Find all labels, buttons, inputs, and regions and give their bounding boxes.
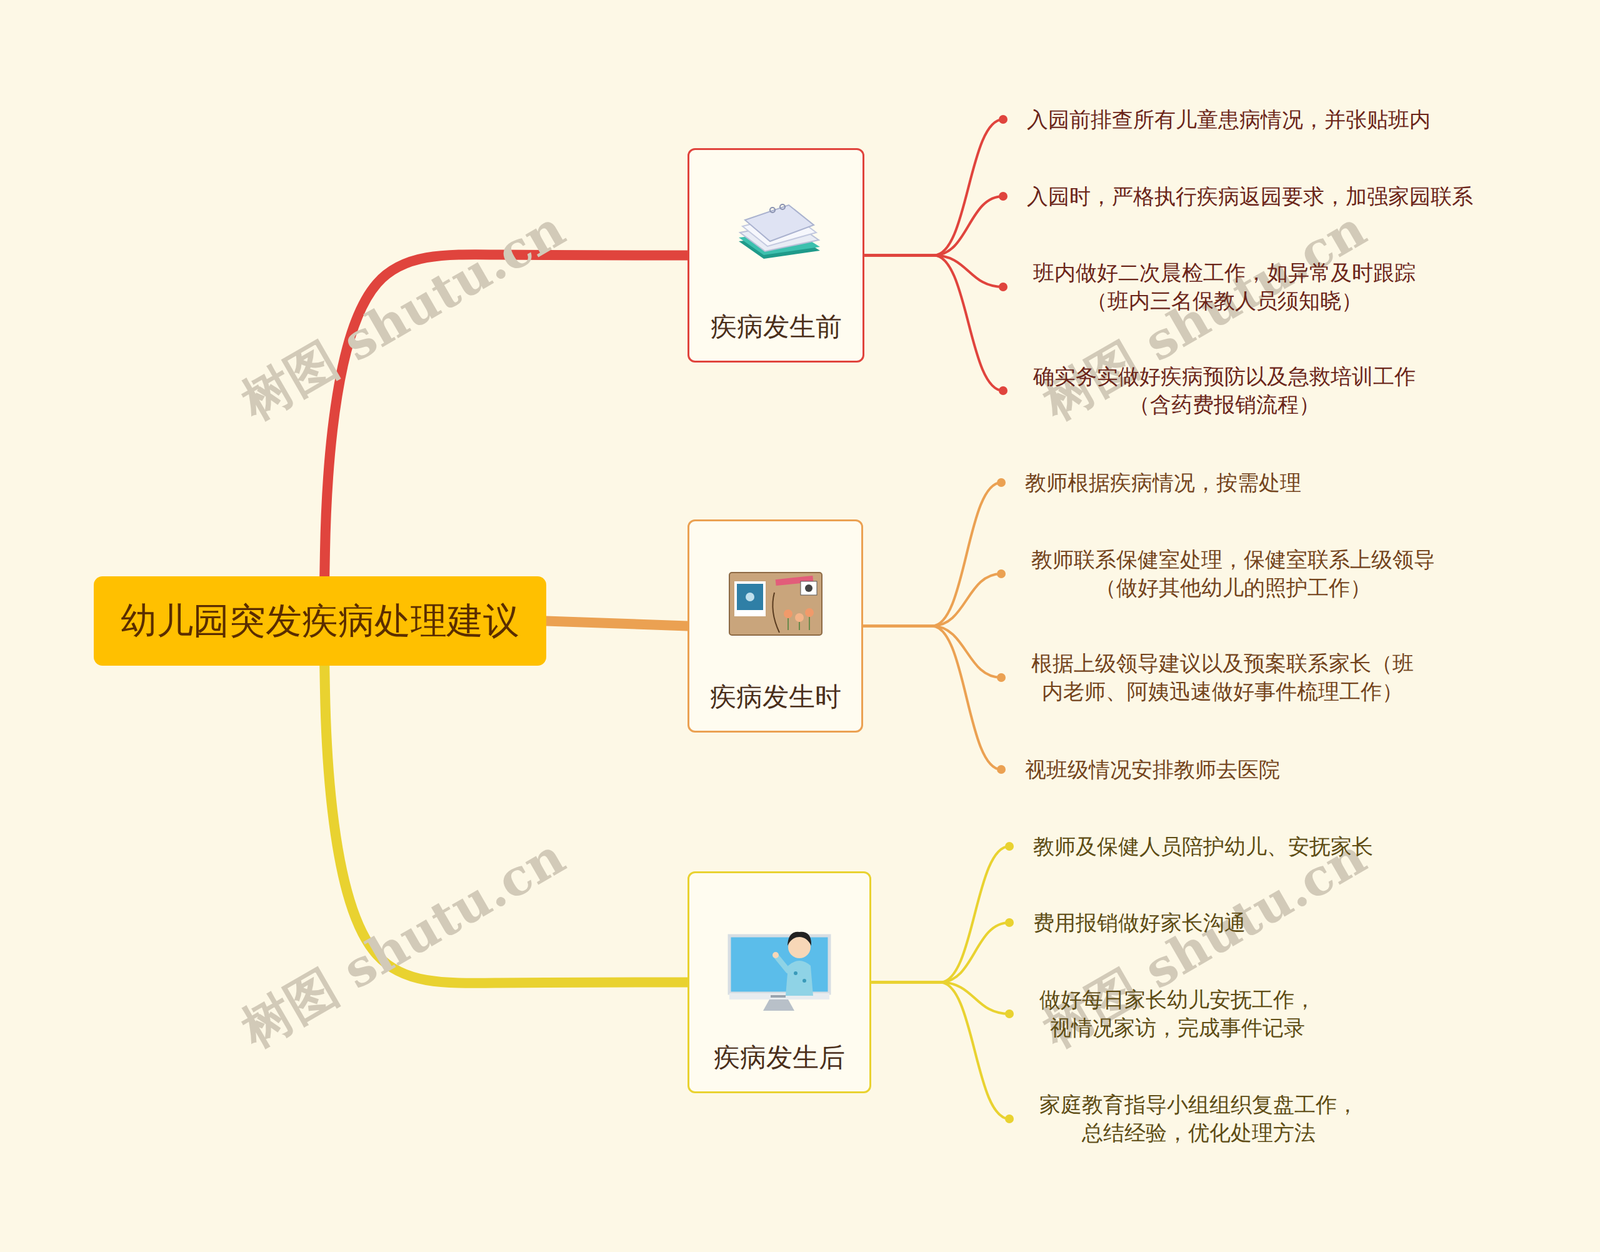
branch-dot xyxy=(998,386,1008,395)
item-text: 家庭教育指导小组组织复盘工作，总结经验，优化处理方法 xyxy=(1033,1090,1365,1147)
branch-dot xyxy=(1005,1114,1014,1124)
item-text: 入园时，严格执行疾病返园要求，加强家园联系 xyxy=(1026,182,1474,211)
leaf-item: 视班级情况安排教师去医院 xyxy=(1001,755,1280,784)
branch-icon xyxy=(726,191,827,267)
branch-dot xyxy=(996,765,1006,774)
sub-branch xyxy=(863,626,1002,770)
branch-dot xyxy=(1005,841,1014,851)
item-text: 班内做好二次晨检工作，如异常及时跟踪（班内三名保教人员须知晓） xyxy=(1026,258,1422,315)
leaf-item: 家庭教育指导小组组织复盘工作，总结经验，优化处理方法 xyxy=(1009,1090,1365,1147)
item-text: 视班级情况安排教师去医院 xyxy=(1025,755,1280,784)
item-text: 入园前排查所有儿童患病情况，并张贴班内 xyxy=(1026,105,1431,134)
root-topic: 幼儿园突发疾病处理建议 xyxy=(93,576,547,666)
branch-dot xyxy=(998,191,1008,201)
leaf-item: 教师及保健人员陪护幼儿、安抚家长 xyxy=(1009,832,1374,861)
sub-branch xyxy=(864,196,1004,256)
sub-branch xyxy=(863,482,1002,627)
branch-dot xyxy=(996,478,1006,487)
branch-dot xyxy=(1005,1009,1014,1019)
branch-title: 疾病发生时 xyxy=(689,679,862,715)
main-branch xyxy=(546,621,688,627)
leaf-item: 做好每日家长幼儿安抚工作，视情况家访，完成事件记录 xyxy=(1009,985,1322,1042)
branch-dot xyxy=(998,115,1008,124)
leaf-item: 费用报销做好家长沟通 xyxy=(1009,908,1246,937)
item-text: 教师及保健人员陪护幼儿、安抚家长 xyxy=(1033,832,1374,861)
sub-branch xyxy=(871,982,1010,1120)
leaf-item: 确实务实做好疾病预防以及急救培训工作（含药费报销流程） xyxy=(1003,362,1422,419)
leaf-item: 根据上级领导建议以及预案联系家长（班内老师、阿姨迅速做好事件梳理工作） xyxy=(1001,649,1420,706)
leaf-item: 教师根据疾病情况，按需处理 xyxy=(1001,468,1302,497)
branch-dot xyxy=(1005,918,1014,927)
leaf-item: 教师联系保健室处理，保健室联系上级领导（做好其他幼儿的照护工作） xyxy=(1001,545,1442,602)
watermark: 树图 shutu.cn xyxy=(229,823,577,1064)
sub-branch xyxy=(871,846,1010,983)
item-text: 做好每日家长幼儿安抚工作，视情况家访，完成事件记录 xyxy=(1033,985,1322,1042)
leaf-item: 入园时，严格执行疾病返园要求，加强家园联系 xyxy=(1003,182,1474,211)
leaf-item: 班内做好二次晨检工作，如异常及时跟踪（班内三名保教人员须知晓） xyxy=(1003,258,1422,315)
branch-dot xyxy=(996,569,1006,579)
sub-branch xyxy=(864,119,1004,256)
sub-branch xyxy=(863,573,1002,627)
branch-box: 疾病发生时 xyxy=(687,519,864,733)
branch-dot xyxy=(998,282,1008,292)
sub-branch xyxy=(864,255,1004,288)
branch-box: 疾病发生后 xyxy=(687,871,872,1094)
branch-icon xyxy=(725,567,826,638)
sub-branch xyxy=(871,922,1010,983)
branch-title: 疾病发生后 xyxy=(689,1040,870,1075)
watermark: 树图 shutu.cn xyxy=(229,196,577,436)
branch-title: 疾病发生前 xyxy=(689,309,863,345)
leaf-item: 入园前排查所有儿童患病情况，并张贴班内 xyxy=(1003,105,1431,134)
item-text: 教师联系保健室处理，保健室联系上级领导（做好其他幼儿的照护工作） xyxy=(1025,545,1442,602)
item-text: 根据上级领导建议以及预案联系家长（班内老师、阿姨迅速做好事件梳理工作） xyxy=(1025,649,1420,706)
sub-branch xyxy=(871,982,1010,1015)
branch-icon xyxy=(725,908,834,1015)
item-text: 确实务实做好疾病预防以及急救培训工作（含药费报销流程） xyxy=(1026,362,1422,419)
sub-branch xyxy=(863,626,1002,679)
root-title: 幼儿园突发疾病处理建议 xyxy=(120,596,520,646)
branch-dot xyxy=(996,673,1006,682)
sub-branch xyxy=(864,255,1004,392)
item-text: 教师根据疾病情况，按需处理 xyxy=(1025,468,1302,497)
branch-box: 疾病发生前 xyxy=(687,148,865,363)
item-text: 费用报销做好家长沟通 xyxy=(1033,908,1246,937)
